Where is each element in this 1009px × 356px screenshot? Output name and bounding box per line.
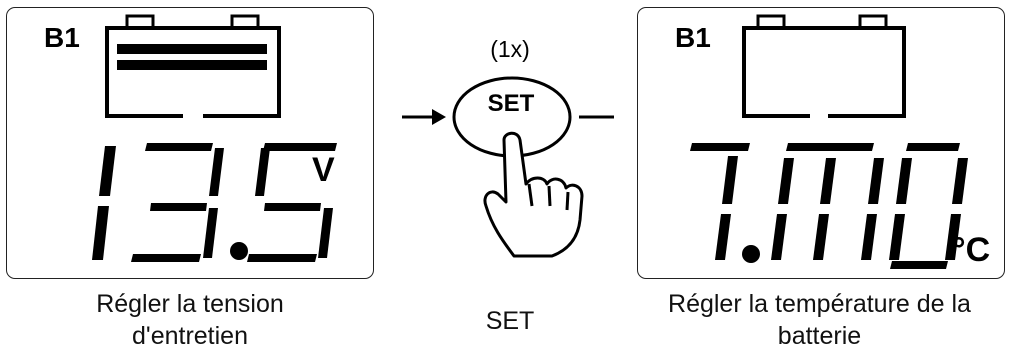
caption-line-2: d'entretien	[132, 322, 248, 350]
pointing-hand-icon	[483, 131, 584, 258]
unit-label: V	[312, 151, 335, 189]
caption-temperature: Régler la température de la batterie	[630, 288, 1009, 352]
press-count: (1x)	[490, 36, 530, 62]
caption-line-1: Régler la tension	[96, 290, 284, 318]
battery-icon	[92, 14, 337, 262]
temperature-display-panel: B1 °C	[637, 7, 1005, 279]
set-button-press	[402, 76, 614, 258]
caption-set: SET	[485, 307, 535, 335]
seven-segment-digits	[690, 143, 968, 269]
seven-segment-digits	[92, 143, 337, 262]
caption-line-2: batterie	[777, 322, 862, 350]
set-button-label: SET	[487, 90, 535, 117]
caption-voltage: Régler la tension d'entretien	[6, 288, 374, 352]
bank-label: B1	[675, 22, 711, 53]
battery-icon	[690, 14, 968, 269]
caption-line-1: Régler la température de la	[668, 290, 971, 318]
bank-label: B1	[44, 22, 80, 53]
voltage-display-panel: B1 V	[6, 7, 374, 279]
unit-label: °C	[952, 231, 991, 269]
